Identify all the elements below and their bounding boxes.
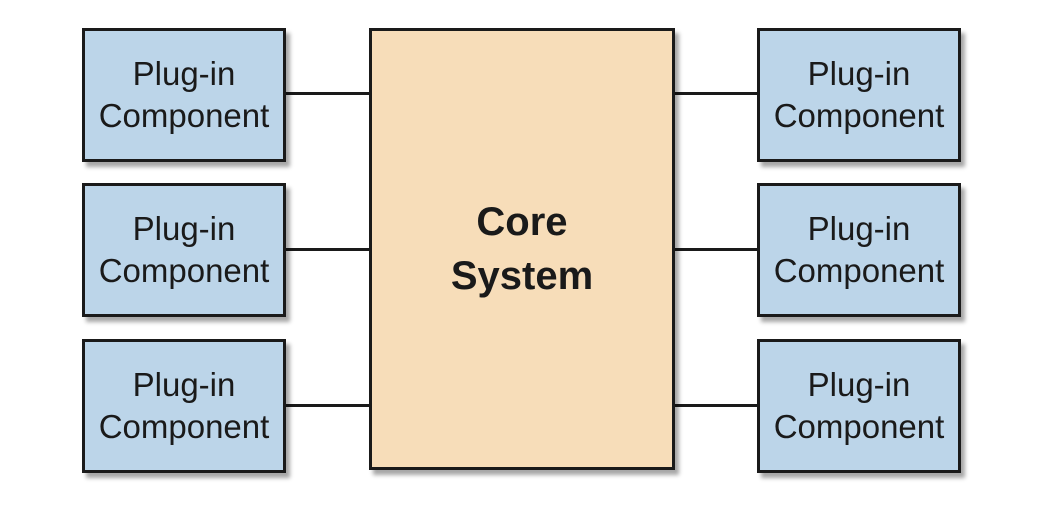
core-label-line1: Core: [476, 200, 568, 244]
core-label-line2: System: [450, 254, 594, 298]
connector-left-1: [283, 92, 371, 95]
connector-right-2: [673, 248, 759, 251]
core-system: Core System: [369, 28, 675, 470]
plugin-label-line2: Component: [98, 408, 270, 445]
plugin-label-line2: Component: [773, 252, 945, 289]
plugin-label-line2: Component: [773, 408, 945, 445]
plugin-component-left-2: Plug-in Component: [82, 183, 286, 317]
plugin-label-line2: Component: [773, 97, 945, 134]
plugin-label-line1: Plug-in: [132, 366, 236, 403]
plugin-component-left-3: Plug-in Component: [82, 339, 286, 473]
plugin-label-line1: Plug-in: [807, 210, 911, 247]
plugin-label-line2: Component: [98, 97, 270, 134]
plugin-component-right-2: Plug-in Component: [757, 183, 961, 317]
connector-right-3: [673, 404, 759, 407]
plugin-label-line1: Plug-in: [807, 366, 911, 403]
plugin-label-line2: Component: [98, 252, 270, 289]
connector-left-2: [283, 248, 371, 251]
plugin-label-line1: Plug-in: [132, 210, 236, 247]
plugin-label-line1: Plug-in: [807, 55, 911, 92]
plugin-label-line1: Plug-in: [132, 55, 236, 92]
plugin-component-left-1: Plug-in Component: [82, 28, 286, 162]
connector-right-1: [673, 92, 759, 95]
plugin-component-right-1: Plug-in Component: [757, 28, 961, 162]
plugin-component-right-3: Plug-in Component: [757, 339, 961, 473]
connector-left-3: [283, 404, 371, 407]
